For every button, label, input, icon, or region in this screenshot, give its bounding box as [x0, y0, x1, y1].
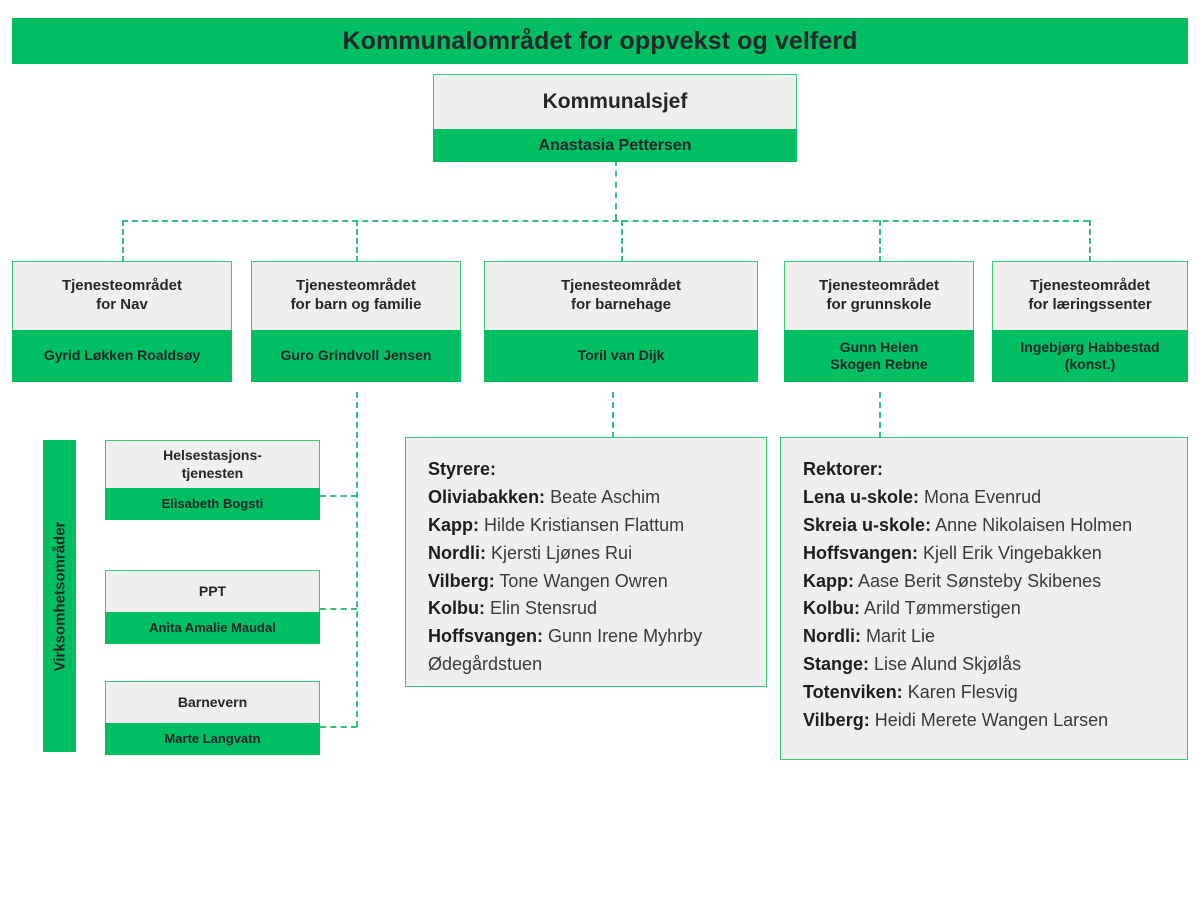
node-kommunalsjef[interactable]: Kommunalsjef Anastasia Pettersen — [433, 74, 797, 162]
panel-rektorer-heading: Rektorer: — [803, 459, 884, 479]
list-item: Lena u-skole: Mona Evenrud — [803, 486, 1042, 507]
chart-header-bar: Kommunalområdet for oppvekst og velferd — [12, 18, 1188, 64]
list-item: Kolbu: Arild Tømmerstigen — [803, 598, 1021, 619]
virksomhetsomrader-label-bar: Virksomhetsområder — [43, 440, 76, 752]
connector-drop-nav — [122, 220, 124, 262]
list-item: Hoffsvangen: Gunn Irene Myhrby Ødegårdst… — [428, 626, 703, 675]
connector-barn-familie-down — [356, 392, 358, 727]
node-barnehage-person: Toril van Dijk — [484, 330, 758, 382]
node-ppt[interactable]: PPT Anita Amalie Maudal — [105, 570, 320, 644]
node-barnevern-person: Marte Langvatn — [105, 723, 320, 755]
list-item: Nordli: Marit Lie — [803, 626, 936, 647]
list-item: Stange: Lise Alund Skjølås — [803, 654, 1022, 675]
node-nav-person: Gyrid Løkken Roaldsøy — [12, 330, 232, 382]
connector-barnehage-down — [612, 392, 614, 438]
connector-horizontal-bus — [122, 220, 1089, 222]
panel-styrere: Styrere: Oliviabakken: Beate Aschim Kapp… — [405, 437, 767, 687]
node-laringssenter-person: Ingebjørg Habbestad(konst.) — [992, 330, 1188, 382]
list-item: Kapp: Hilde Kristiansen Flattum — [428, 514, 685, 535]
node-barnevern[interactable]: Barnevern Marte Langvatn — [105, 681, 320, 755]
list-item: Vilberg: Heidi Merete Wangen Larsen — [803, 710, 1109, 731]
connector-branch-ppt — [320, 608, 357, 610]
list-item: Vilberg: Tone Wangen Owren — [428, 570, 668, 591]
node-ppt-person: Anita Amalie Maudal — [105, 612, 320, 644]
panel-styrere-heading: Styrere: — [428, 459, 497, 479]
list-item: Hoffsvangen: Kjell Erik Vingebakken — [803, 542, 1102, 563]
connector-kommunalsjef-down — [615, 160, 617, 220]
connector-drop-barn-familie — [356, 220, 358, 262]
list-item: Kolbu: Elin Stensrud — [428, 598, 598, 619]
list-item: Kapp: Aase Berit Sønsteby Skibenes — [803, 570, 1102, 591]
node-helsestasjon-person: Elisabeth Bogsti — [105, 488, 320, 520]
list-item: Nordli: Kjersti Ljønes Rui — [428, 542, 633, 563]
panel-rektorer: Rektorer: Lena u-skole: Mona Evenrud Skr… — [780, 437, 1188, 760]
node-kommunalsjef-role: Kommunalsjef — [433, 74, 797, 129]
node-ppt-title: PPT — [105, 570, 320, 612]
connector-drop-laringssenter — [1089, 220, 1091, 262]
connector-branch-barnevern — [320, 726, 357, 728]
node-kommunalsjef-person: Anastasia Pettersen — [433, 129, 797, 162]
connector-branch-helsestasjon — [320, 495, 357, 497]
node-helsestasjon-title: Helsestasjons-tjenesten — [105, 440, 320, 488]
panel-styrere-list: Oliviabakken: Beate Aschim Kapp: Hilde K… — [428, 484, 748, 679]
connector-drop-grunnskole — [879, 220, 881, 262]
node-barnevern-title: Barnevern — [105, 681, 320, 723]
virksomhetsomrader-label: Virksomhetsområder — [51, 521, 69, 671]
node-helsestasjonstjenesten[interactable]: Helsestasjons-tjenesten Elisabeth Bogsti — [105, 440, 320, 520]
list-item: Totenviken: Karen Flesvig — [803, 682, 1018, 703]
connector-drop-barnehage — [621, 220, 623, 262]
list-item: Skreia u-skole: Anne Nikolaisen Holmen — [803, 514, 1133, 535]
panel-rektorer-list: Lena u-skole: Mona Evenrud Skreia u-skol… — [803, 484, 1169, 735]
page-title: Kommunalområdet for oppvekst og velferd — [342, 26, 858, 55]
node-barn-familie-person: Guro Grindvoll Jensen — [251, 330, 461, 382]
connector-grunnskole-down — [879, 392, 881, 438]
list-item: Oliviabakken: Beate Aschim — [428, 486, 661, 507]
